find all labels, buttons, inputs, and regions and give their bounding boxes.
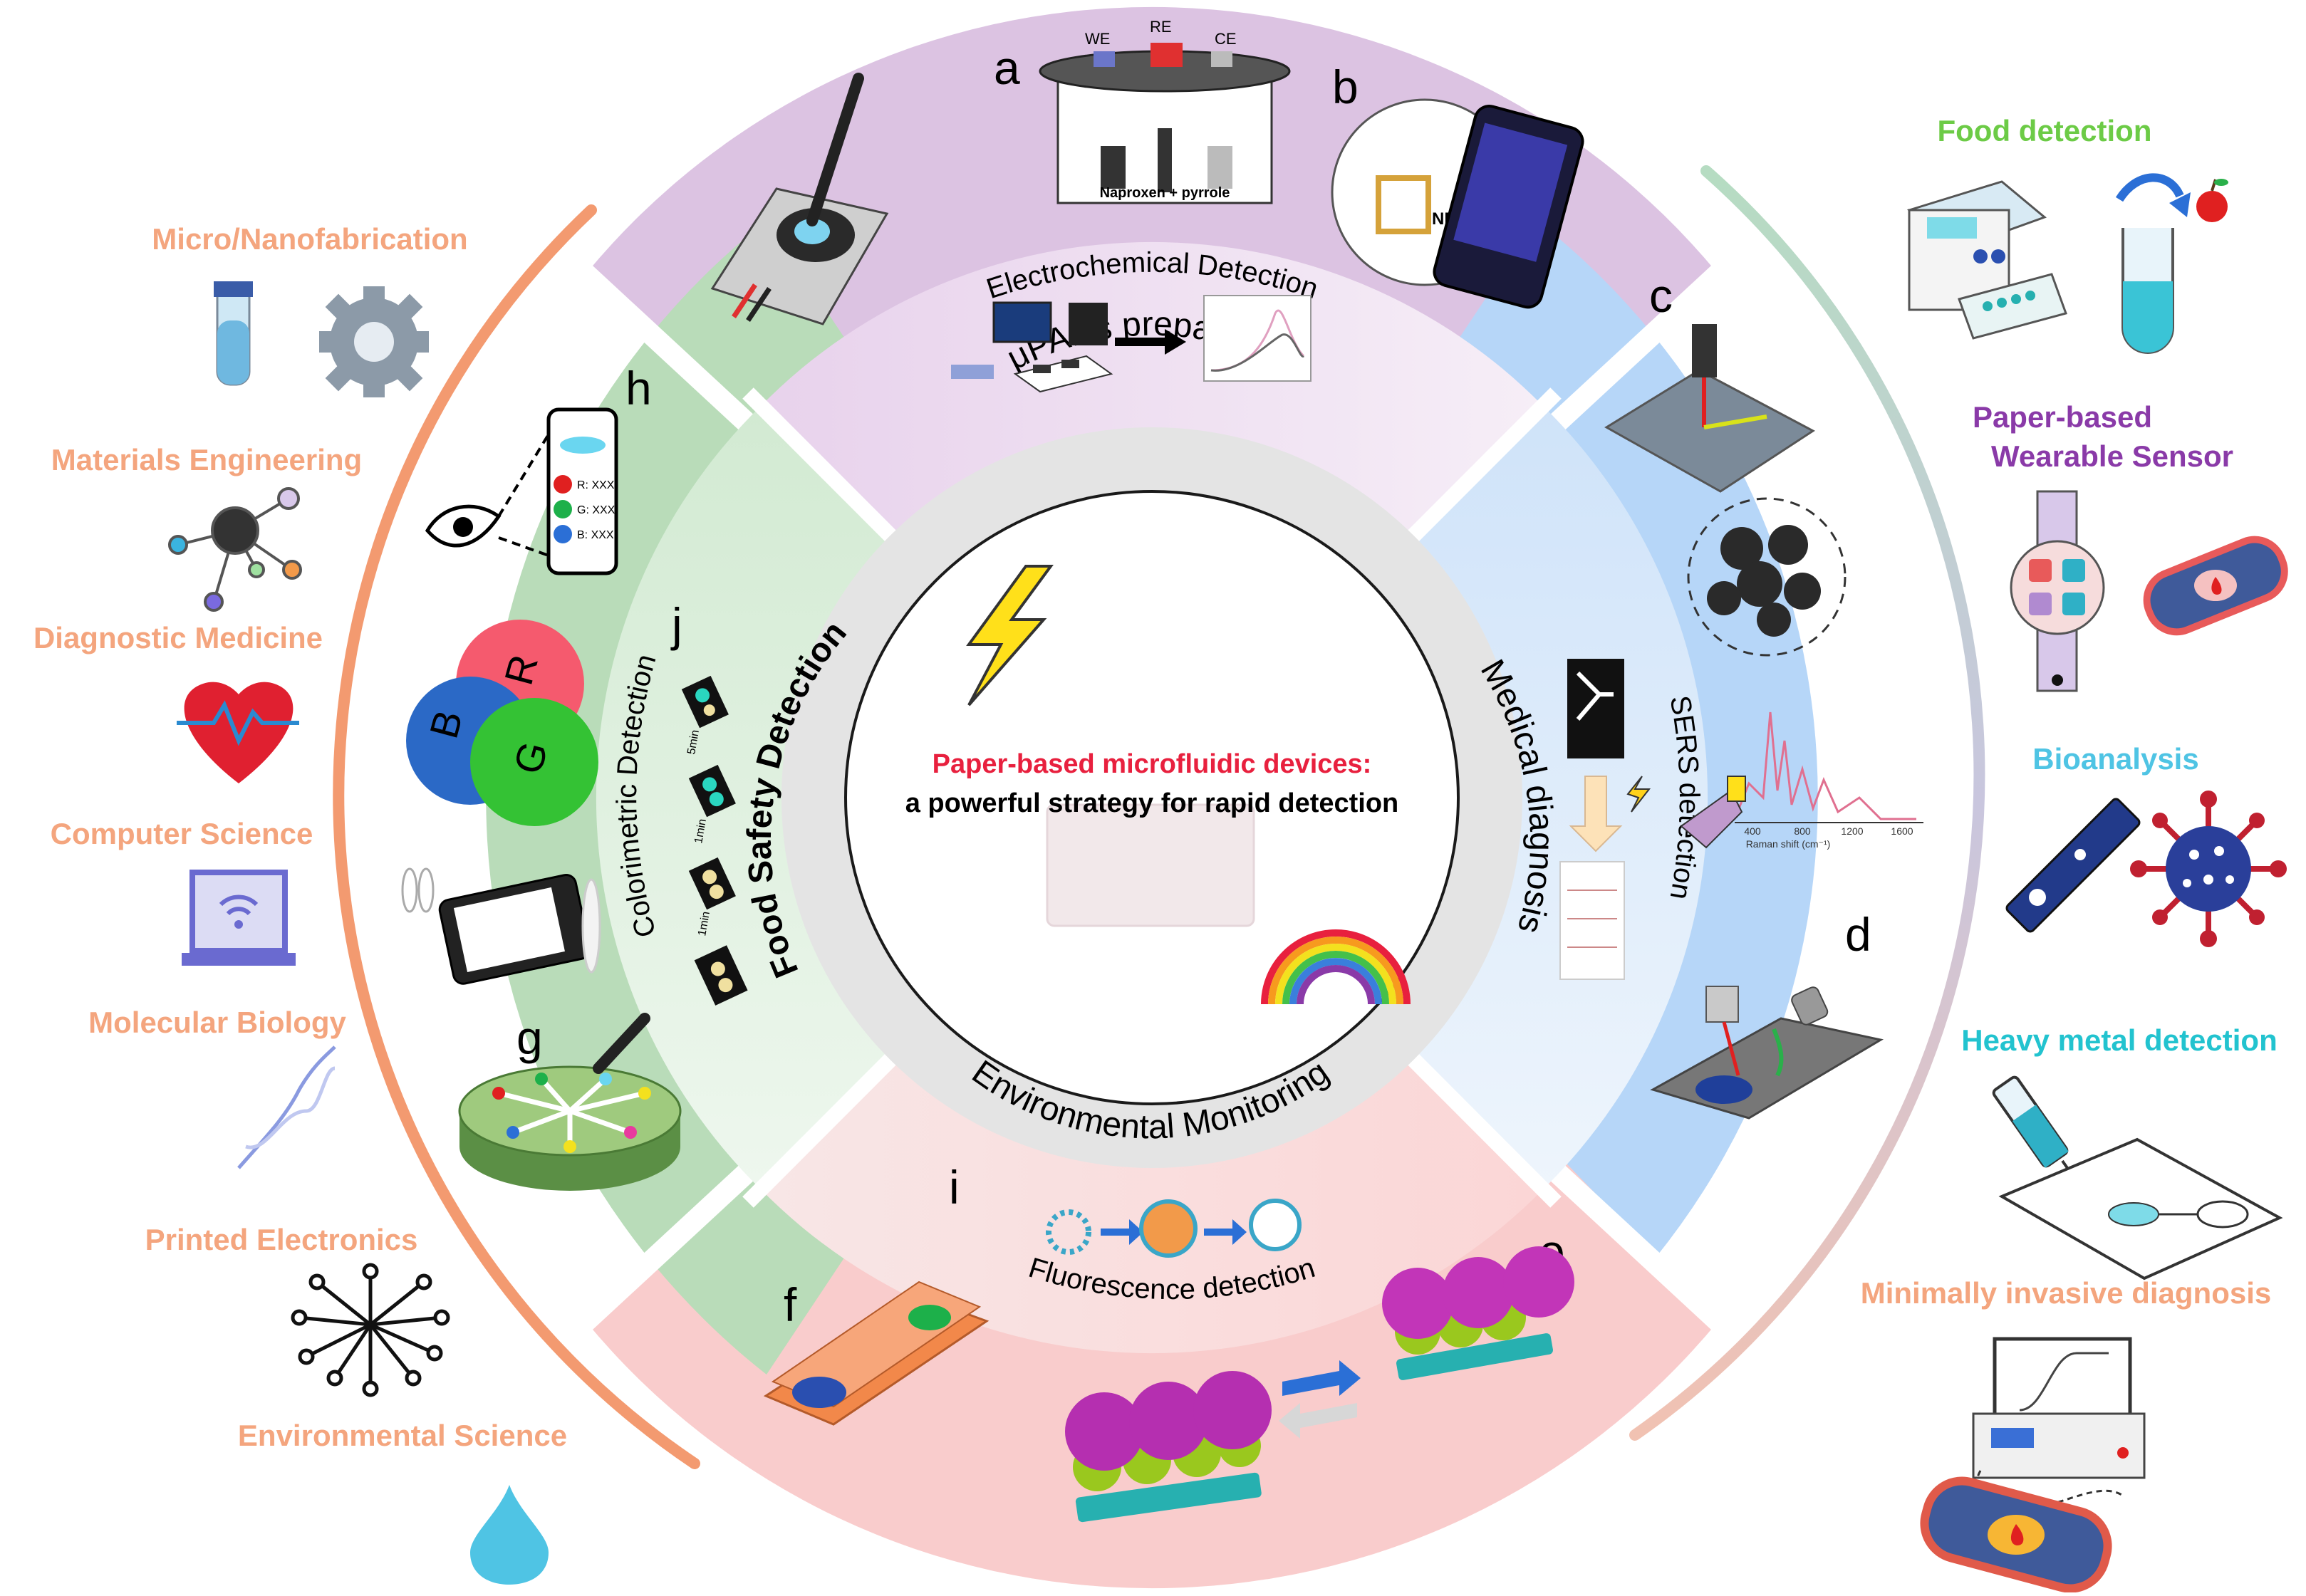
field-computer-science: Computer Science: [51, 817, 313, 850]
app-food-detection: Food detection: [1938, 114, 2152, 147]
smartphone-icon: [1433, 104, 1584, 309]
time-label-1: 5min: [685, 729, 702, 756]
panel-f-chip: [763, 1281, 990, 1426]
panel-h: R: XXX G: XXX B: XXX: [425, 407, 618, 575]
field-environmental-science: Environmental Science: [238, 1419, 567, 1452]
eye-icon: [425, 504, 502, 548]
center-title: Paper-based microfluidic devices:: [933, 749, 1372, 779]
field-materials-engineering: Materials Engineering: [51, 443, 362, 476]
app-minimally-invasive: Minimally invasive diagnosis: [1861, 1276, 2272, 1310]
panel-letter-i: i: [949, 1161, 960, 1214]
center-subtitle: a powerful strategy for rapid detection: [905, 788, 1399, 818]
gear-icon: [319, 286, 429, 397]
sers-sector: [1394, 406, 1708, 1189]
panel-letter-g: g: [516, 1011, 543, 1064]
test-tube-icon: [214, 281, 253, 386]
panel-e-beads: [1382, 1246, 1574, 1380]
electrochemical-setup: [951, 295, 1312, 393]
raman-tick-1600: 1600: [1891, 825, 1913, 837]
panel-b-nfc: NFC: [1331, 98, 1584, 309]
electrode-dropper: [710, 73, 889, 325]
rainbow-icon: [1261, 929, 1411, 1005]
field-micro-nanofabrication: Micro/Nanofabrication: [152, 222, 467, 256]
field-diagnostic-medicine: Diagnostic Medicine: [33, 621, 323, 654]
panel-g-device: [458, 1013, 682, 1191]
label-ce: CE: [1215, 30, 1237, 48]
heart-pulse-icon: [177, 682, 299, 783]
printer-device-icon: [1906, 180, 2067, 340]
right-outer-arc: [1629, 165, 1985, 1441]
app-wearable-line1: Paper-based: [1973, 400, 2152, 434]
panel-c-sers: [1604, 324, 1847, 657]
label-solution: Naproxen + pyrrole: [1100, 185, 1230, 201]
circuit-icon: [291, 1263, 450, 1397]
tablet-device: [401, 867, 601, 985]
raman-tick-400: 400: [1744, 825, 1761, 837]
smartphone-icon: [546, 407, 618, 575]
panel-e-beads-2: [1065, 1371, 1272, 1523]
beaker-icon: [2115, 173, 2191, 354]
fluorescence-sector: [761, 1041, 1543, 1354]
panel-letter-a: a: [994, 41, 1020, 94]
center-device-image: [1046, 803, 1255, 927]
sers-setup: Raman shift (cm⁻¹) 400 800 1200 1600: [1559, 659, 1923, 980]
app-heavy-metal: Heavy metal detection: [1961, 1023, 2278, 1057]
right-applications: Food detection Paper-based Wearable Sens…: [1861, 114, 2288, 1593]
syringe-icon: [1992, 1075, 2089, 1198]
app-bioanalysis: Bioanalysis: [2032, 742, 2198, 776]
lightning-icon: [966, 565, 1054, 706]
electrochemical-sector: [761, 241, 1543, 554]
paper-chip-icon: [1998, 1137, 2283, 1281]
rgb-venn: R B G: [406, 620, 598, 826]
fluorescence-setup: [1046, 1199, 1302, 1258]
raman-axis-label: Raman shift (cm⁻¹): [1746, 838, 1831, 850]
laptop-icon: [1972, 1337, 2146, 1479]
label-re: RE: [1150, 18, 1172, 36]
time-label-2: 1min: [692, 818, 709, 845]
panel-letter-b: b: [1332, 61, 1359, 113]
time-label-3: 1min: [696, 911, 712, 937]
raman-tick-1200: 1200: [1841, 825, 1863, 837]
test-strip-icon: [2005, 798, 2141, 933]
readout-r: R: XXX: [577, 479, 615, 491]
patch-icon: [2143, 536, 2288, 636]
watch-icon: [2010, 490, 2105, 692]
panel-letter-d: d: [1845, 908, 1871, 961]
readout-b: B: XXX: [577, 529, 614, 541]
field-molecular-biology: Molecular Biology: [88, 1006, 346, 1039]
panel-letter-j: j: [670, 598, 682, 651]
arrows-e: [1279, 1360, 1361, 1439]
dna-icon: [237, 1045, 336, 1169]
left-outer-arc: [333, 204, 700, 1469]
panel-letter-f: f: [784, 1278, 797, 1331]
laptop-wifi-icon: [182, 870, 296, 966]
patch-icon-2: [1920, 1476, 2112, 1593]
molecule-icon: [168, 487, 302, 612]
virus-icon: [2130, 791, 2287, 947]
left-fields: Micro/Nanofabrication Materials Engineer…: [33, 222, 567, 1585]
colorimetric-sector: [596, 406, 910, 1189]
panel-d-setup: [1650, 986, 1884, 1120]
panel-letter-h: h: [625, 362, 652, 414]
field-printed-electronics: Printed Electronics: [145, 1223, 418, 1256]
water-drop-icon: [470, 1485, 549, 1585]
raman-tick-800: 800: [1794, 825, 1811, 837]
label-we: WE: [1085, 30, 1110, 48]
apple-icon: [2196, 179, 2228, 222]
app-wearable-line2: Wearable Sensor: [1991, 439, 2233, 473]
panel-letter-c: c: [1649, 269, 1673, 322]
panel-j-strips: 5min 1min 1min: [681, 675, 748, 1006]
panel-a-cell: WE RE CE Naproxen + pyrrole: [1039, 18, 1291, 204]
readout-g: G: XXX: [577, 504, 616, 516]
